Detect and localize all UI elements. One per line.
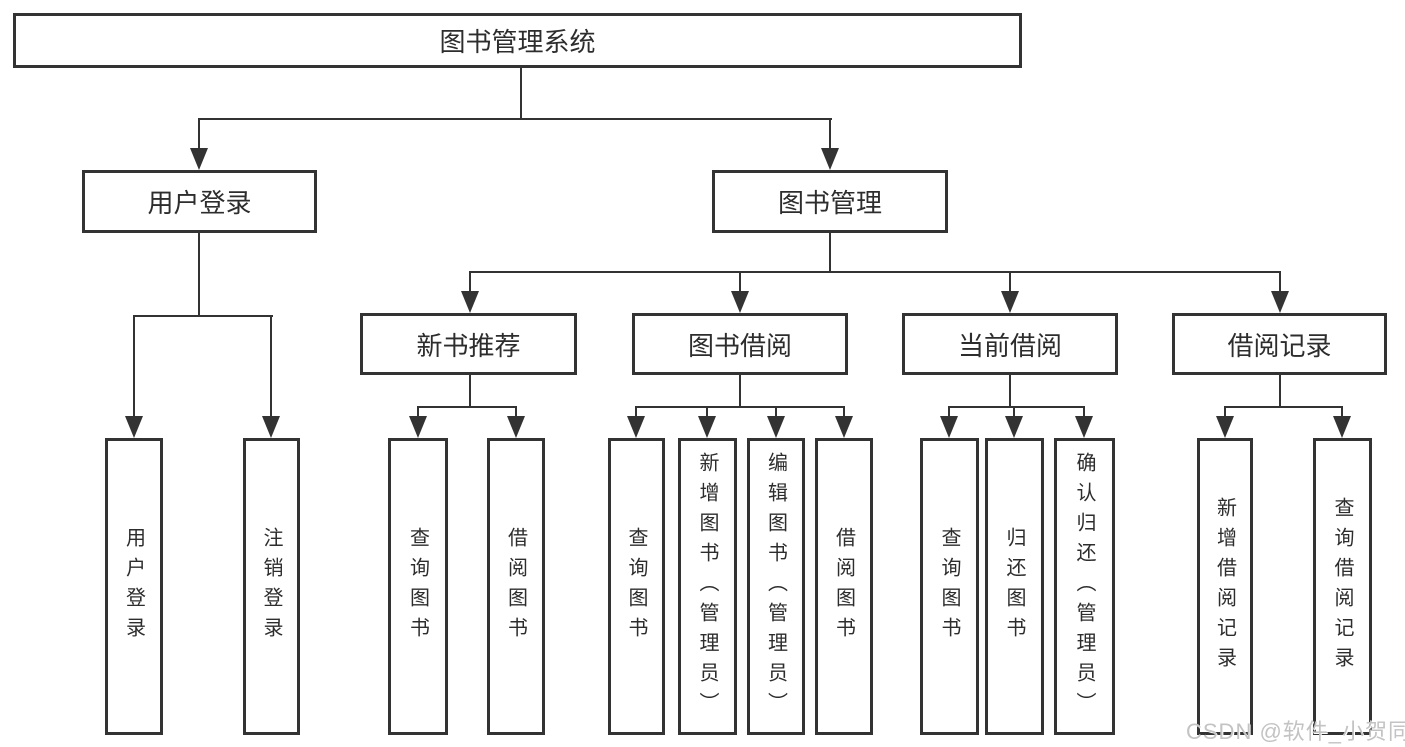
connector-arrow-down-icon — [409, 416, 427, 438]
connector-line — [829, 233, 831, 273]
connector-arrow-down-icon — [698, 416, 716, 438]
connector-line — [739, 271, 741, 293]
connector-line — [133, 315, 135, 418]
connector-line — [417, 406, 517, 408]
connector-line — [469, 375, 471, 408]
connector-arrow-down-icon — [507, 416, 525, 438]
connector-line — [469, 271, 1281, 273]
connector-arrow-down-icon — [1271, 291, 1289, 313]
connector-arrow-down-icon — [1005, 416, 1023, 438]
connector-arrow-down-icon — [731, 291, 749, 313]
node-new-book-rec: 新书推荐 — [360, 313, 577, 375]
connector-arrow-down-icon — [821, 148, 839, 170]
node-leaf-borrow-book-2: 借阅图书 — [815, 438, 873, 735]
node-leaf-logout: 注销登录 — [243, 438, 300, 735]
connector-arrow-down-icon — [835, 416, 853, 438]
connector-arrow-down-icon — [627, 416, 645, 438]
connector-line — [1341, 406, 1343, 418]
node-leaf-query-book-3: 查询图书 — [920, 438, 979, 735]
node-leaf-add-record: 新增借阅记录 — [1197, 438, 1253, 735]
connector-arrow-down-icon — [1001, 291, 1019, 313]
connector-line — [706, 406, 708, 418]
connector-arrow-down-icon — [262, 416, 280, 438]
connector-line — [469, 271, 471, 293]
node-root: 图书管理系统 — [13, 13, 1022, 68]
connector-arrow-down-icon — [125, 416, 143, 438]
node-current-borrow: 当前借阅 — [902, 313, 1118, 375]
connector-line — [198, 233, 200, 317]
connector-line — [520, 68, 522, 120]
connector-line — [1224, 406, 1226, 418]
node-book-borrow: 图书借阅 — [632, 313, 848, 375]
connector-line — [1009, 375, 1011, 408]
connector-line — [1009, 271, 1011, 293]
node-leaf-edit-book: 编辑图书（管理员） — [747, 438, 805, 735]
node-leaf-return-book: 归还图书 — [985, 438, 1044, 735]
node-leaf-query-book-1: 查询图书 — [388, 438, 448, 735]
connector-line — [635, 406, 637, 418]
connector-line — [1279, 271, 1281, 293]
node-user-login-branch: 用户登录 — [82, 170, 317, 233]
connector-line — [1083, 406, 1085, 418]
node-leaf-add-book: 新增图书（管理员） — [678, 438, 737, 735]
connector-line — [1279, 375, 1281, 408]
connector-line — [775, 406, 777, 418]
connector-arrow-down-icon — [1075, 416, 1093, 438]
connector-line — [948, 406, 950, 418]
node-book-mgmt-branch: 图书管理 — [712, 170, 948, 233]
connector-arrow-down-icon — [1333, 416, 1351, 438]
connector-line — [515, 406, 517, 418]
connector-line — [635, 406, 845, 408]
connector-line — [198, 118, 832, 120]
node-borrow-records: 借阅记录 — [1172, 313, 1387, 375]
connector-line — [270, 315, 272, 418]
csdn-watermark: CSDN @软件_小贺同学 — [1186, 719, 1405, 744]
connector-arrow-down-icon — [767, 416, 785, 438]
connector-line — [829, 118, 831, 150]
connector-line — [948, 406, 1085, 408]
connector-arrow-down-icon — [1216, 416, 1234, 438]
node-leaf-borrow-book-1: 借阅图书 — [487, 438, 545, 735]
node-leaf-query-book-2: 查询图书 — [608, 438, 665, 735]
connector-line — [133, 315, 273, 317]
connector-line — [843, 406, 845, 418]
connector-line — [739, 375, 741, 408]
connector-line — [1224, 406, 1343, 408]
connector-line — [417, 406, 419, 418]
node-leaf-user-login: 用户登录 — [105, 438, 163, 735]
connector-arrow-down-icon — [461, 291, 479, 313]
connector-arrow-down-icon — [940, 416, 958, 438]
node-leaf-query-record: 查询借阅记录 — [1313, 438, 1372, 735]
connector-line — [1013, 406, 1015, 418]
connector-arrow-down-icon — [190, 148, 208, 170]
node-leaf-confirm-return: 确认归还（管理员） — [1054, 438, 1115, 735]
connector-line — [198, 118, 200, 150]
